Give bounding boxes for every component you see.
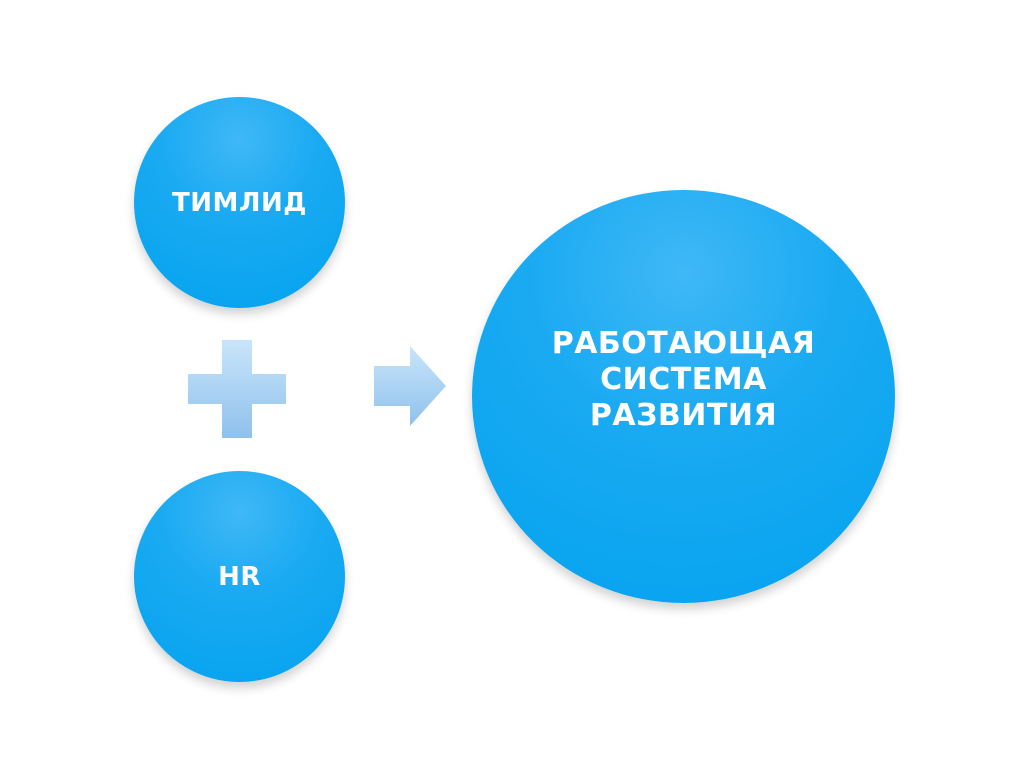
teamlead-circle: ТИМЛИД — [134, 97, 345, 308]
hr-label: HR — [218, 561, 261, 592]
arrow-right-icon — [374, 346, 446, 426]
hr-circle: HR — [134, 471, 345, 682]
development-system-circle: РАБОТАЮЩАЯ СИСТЕМА РАЗВИТИЯ — [472, 190, 895, 603]
plus-icon — [188, 340, 286, 438]
development-system-label: РАБОТАЮЩАЯ СИСТЕМА РАЗВИТИЯ — [551, 325, 816, 433]
teamlead-label: ТИМЛИД — [172, 187, 307, 218]
